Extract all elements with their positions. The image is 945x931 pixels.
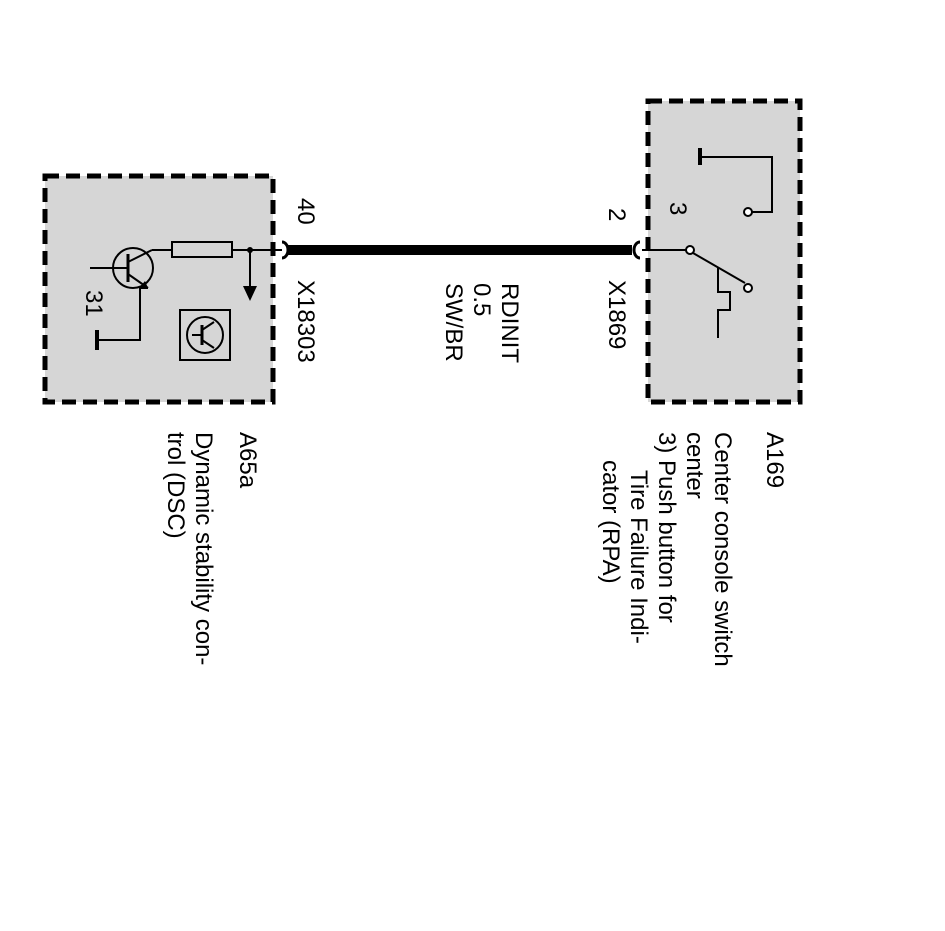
- a65a-desc-line2: trol (DSC): [162, 432, 189, 539]
- control-unit-icon: [179, 309, 231, 361]
- connector-arc-left: [281, 240, 290, 260]
- switch-pin-label: 3: [664, 202, 691, 215]
- wire-name-label: RDINIT: [496, 283, 523, 363]
- a169-desc-line5: cator (RPA): [597, 460, 624, 584]
- wire-size-label: 0.5: [468, 283, 495, 316]
- left-pin-label: 40: [292, 198, 319, 225]
- transistor-icon: [90, 247, 172, 341]
- connector-arc-right: [632, 240, 641, 260]
- left-connector-label: X18303: [292, 280, 319, 363]
- right-connector-label: X1869: [603, 280, 630, 349]
- switch-contact-icon: [698, 148, 773, 217]
- a65a-id-label: A65a: [234, 432, 261, 489]
- a169-desc-line4: Tire Failure Indi-: [625, 470, 652, 644]
- output-arrow-icon: [243, 247, 257, 301]
- a169-desc-line1: Center console switch: [709, 432, 736, 667]
- a65a-desc-line1: Dynamic stability con-: [190, 432, 217, 665]
- a169-id-label: A169: [761, 432, 788, 488]
- a169-desc-line3: 3) Push button for: [653, 432, 680, 623]
- push-button-icon: [685, 245, 753, 338]
- component-a169-box: [645, 98, 803, 405]
- ground-pin-label: 31: [80, 290, 107, 317]
- a169-desc-line2: center: [681, 432, 708, 499]
- wire-color-label: SW/BR: [440, 283, 467, 362]
- component-a65a-box: [42, 173, 276, 405]
- right-pin-label: 2: [603, 208, 630, 221]
- component-a169: [632, 98, 803, 405]
- component-a65a: [42, 173, 290, 405]
